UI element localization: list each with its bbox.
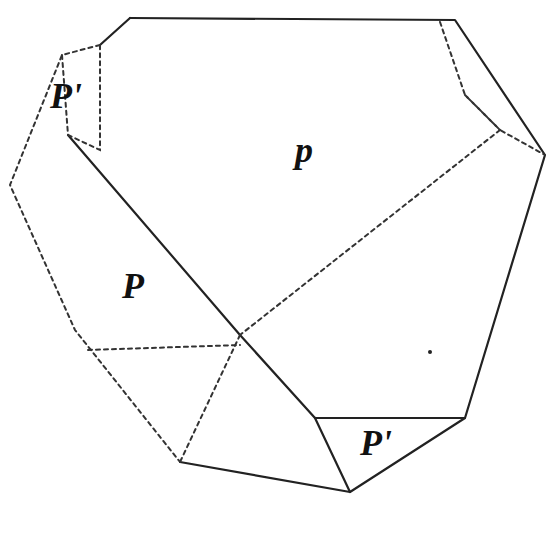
face-label: P xyxy=(122,268,144,304)
face-label: P' xyxy=(50,78,82,114)
face-label: p xyxy=(295,132,313,168)
face-label: P' xyxy=(360,425,392,461)
